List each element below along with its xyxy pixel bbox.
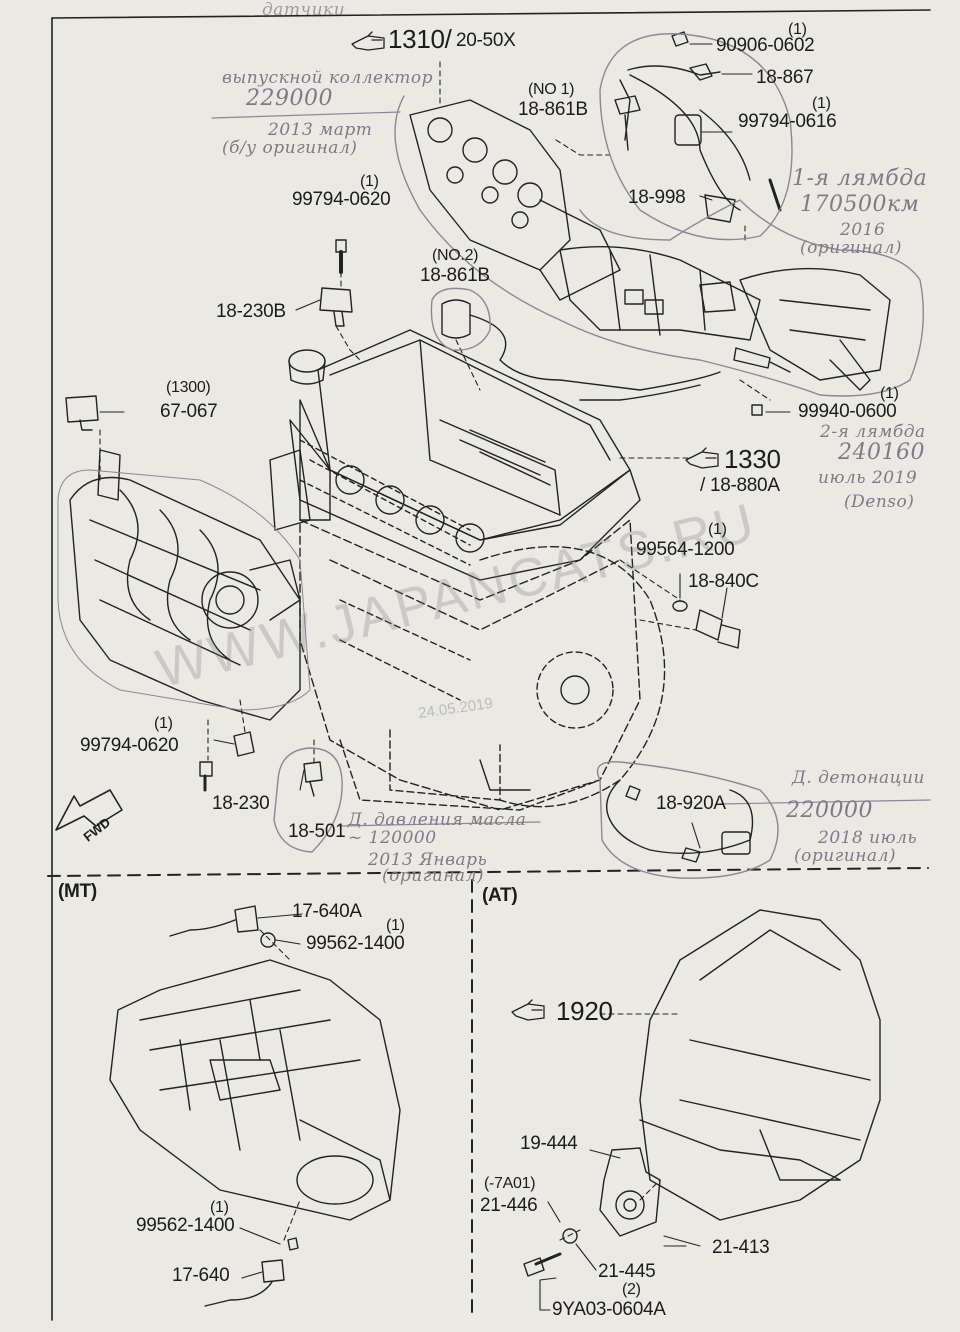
part-99794-0620-top: 99794-0620 — [292, 189, 391, 210]
qty-label: (1) — [154, 715, 173, 732]
section-mt: (MT) — [58, 881, 97, 902]
note-lambda2-date: июль 2019 — [818, 468, 918, 488]
part-99794-0616: 99794-0616 — [738, 111, 837, 132]
part-18-861b-no2: 18-861B — [420, 265, 490, 286]
note-knock-km: 220000 — [786, 798, 873, 823]
at-transmission — [523, 909, 881, 1277]
part-18-880a: / 18-880A — [700, 475, 780, 496]
part-21-445: 21-445 — [598, 1261, 656, 1282]
qty-label: (1) — [812, 95, 831, 112]
intake-manifold — [69, 449, 301, 721]
qty-label: (2) — [622, 1281, 641, 1298]
ref-1920: 1920 — [556, 996, 613, 1026]
no2-label: (NO.2) — [432, 247, 479, 264]
part-18-230: 18-230 — [212, 793, 270, 814]
qty-label: (1) — [788, 21, 807, 38]
note-lambda2-note: (Denso) — [844, 492, 915, 512]
note-lambda2-km: 240160 — [838, 440, 925, 465]
no1-label: (NO 1) — [528, 81, 575, 98]
exhaust-manifold — [409, 99, 891, 391]
part-18-230b: 18-230B — [216, 301, 286, 322]
qty-label: (1) — [210, 1199, 229, 1216]
mt-transmission — [109, 905, 401, 1307]
pointing-hand-icon — [511, 999, 545, 1021]
note-oil-date: 2013 Январь — [368, 850, 488, 870]
part-99562-1400-bottom: 99562-1400 — [136, 1215, 235, 1236]
part-90906-0602: 90906-0602 — [716, 35, 815, 56]
part-67-067: 67-067 — [160, 401, 218, 422]
note-oil-km: ~ 120000 — [348, 828, 437, 848]
section-at: (AT) — [482, 885, 518, 906]
note-top-scribble: датчики — [262, 0, 346, 20]
qty-label: (1300) — [166, 379, 211, 396]
part-21-413: 21-413 — [712, 1237, 770, 1258]
ref-1310: 1310/ — [388, 24, 452, 54]
note-knock-date: 2018 июль — [818, 828, 918, 848]
note-lambda1-title: 1-я лямбда — [792, 166, 928, 191]
part-18-998: 18-998 — [628, 187, 686, 208]
part-18-861b-no1: 18-861B — [518, 99, 588, 120]
note-exhaust-title: выпускной коллектор — [222, 68, 433, 88]
part-99562-1400-top: 99562-1400 — [306, 933, 405, 954]
part-18-867: 18-867 — [756, 67, 814, 88]
note-knock-title: Д. детонации — [792, 768, 925, 788]
part-18-920a: 18-920A — [656, 793, 726, 814]
qty-label: (1) — [708, 521, 727, 538]
pointing-hand-icon — [351, 31, 385, 51]
part-9ya03-0604a: 9YA03-0604A — [552, 1299, 666, 1320]
qty-label: (1) — [880, 385, 899, 402]
part-19-444: 19-444 — [520, 1133, 578, 1154]
ref-1310-range: 20-50X — [456, 30, 516, 51]
note-lambda2-title: 2-я лямбда — [820, 422, 926, 442]
part-99794-0620-bottom: 99794-0620 — [80, 735, 179, 756]
part-18-501: 18-501 — [288, 821, 346, 842]
note-exhaust-note: (б/у оригинал) — [222, 138, 358, 158]
part-99940-0600: 99940-0600 — [798, 401, 897, 422]
part-18-840c: 18-840C — [688, 571, 759, 592]
note-exhaust-date: 2013 март — [268, 120, 373, 140]
ref-1330: 1330 — [724, 444, 781, 474]
engine-block — [269, 329, 666, 811]
note-lambda1-note: (оригинал) — [800, 238, 903, 258]
note-oil-title: Д. давления масла — [348, 810, 527, 830]
part-17-640a: 17-640A — [292, 901, 362, 922]
note-lambda1-year: 2016 — [840, 220, 886, 240]
part-21-446: 21-446 — [480, 1195, 538, 1216]
pointing-hand-icon — [685, 447, 719, 469]
qty-label: (-7A01) — [484, 1175, 536, 1192]
note-oil-note: (оригинал) — [382, 866, 485, 886]
note-knock-note: (оригинал) — [794, 846, 897, 866]
note-lambda1-km: 170500км — [800, 192, 920, 217]
part-17-640: 17-640 — [172, 1265, 230, 1286]
part-99564-1200: 99564-1200 — [636, 539, 735, 560]
note-exhaust-price: 229000 — [246, 86, 333, 111]
qty-label: (1) — [360, 173, 379, 190]
qty-label: (1) — [386, 917, 405, 934]
